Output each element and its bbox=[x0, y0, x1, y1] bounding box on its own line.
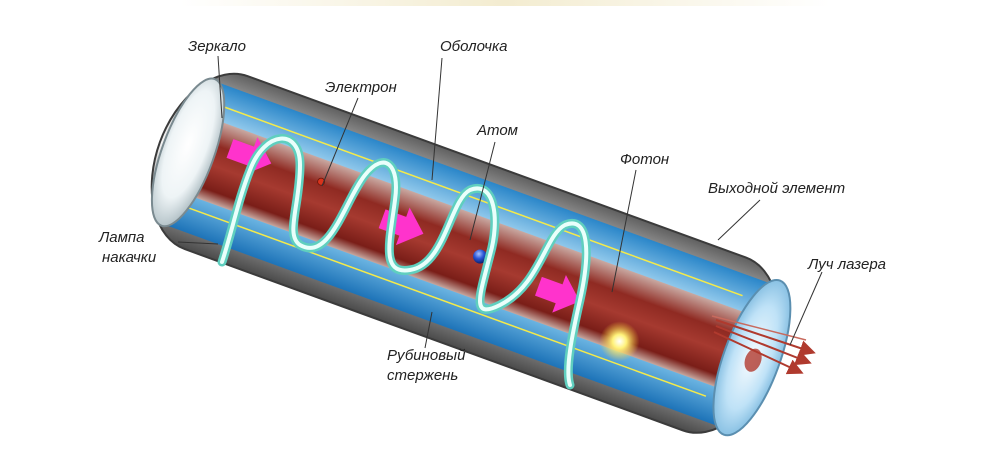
label-atom: Атом bbox=[477, 122, 518, 139]
photon-arrow-3 bbox=[535, 275, 580, 313]
photon bbox=[599, 321, 640, 362]
top-decor-strip bbox=[180, 0, 830, 6]
label-ruby-rod-1: Рубиновый bbox=[387, 347, 466, 364]
label-pump-lamp-1: Лампа bbox=[99, 229, 145, 246]
label-pump-lamp-2: накачки bbox=[102, 249, 157, 266]
pump-lamp bbox=[217, 134, 591, 390]
light-path-bottom bbox=[179, 203, 707, 397]
label-electron: Электрон bbox=[325, 79, 397, 96]
label-photon: Фотон bbox=[620, 151, 670, 168]
label-laser-beam: Луч лазера bbox=[808, 256, 887, 273]
leader-lines bbox=[177, 55, 823, 349]
output-spot bbox=[744, 348, 762, 372]
label-mirror: Зеркало bbox=[188, 38, 246, 55]
atom bbox=[473, 249, 488, 264]
light-path-top bbox=[216, 103, 743, 297]
label-output-element: Выходной элемент bbox=[708, 180, 846, 197]
label-shell: Оболочка bbox=[440, 38, 508, 55]
mirror bbox=[150, 77, 226, 228]
laser-beam bbox=[711, 315, 816, 375]
label-ruby-rod-2: стержень bbox=[387, 367, 459, 384]
